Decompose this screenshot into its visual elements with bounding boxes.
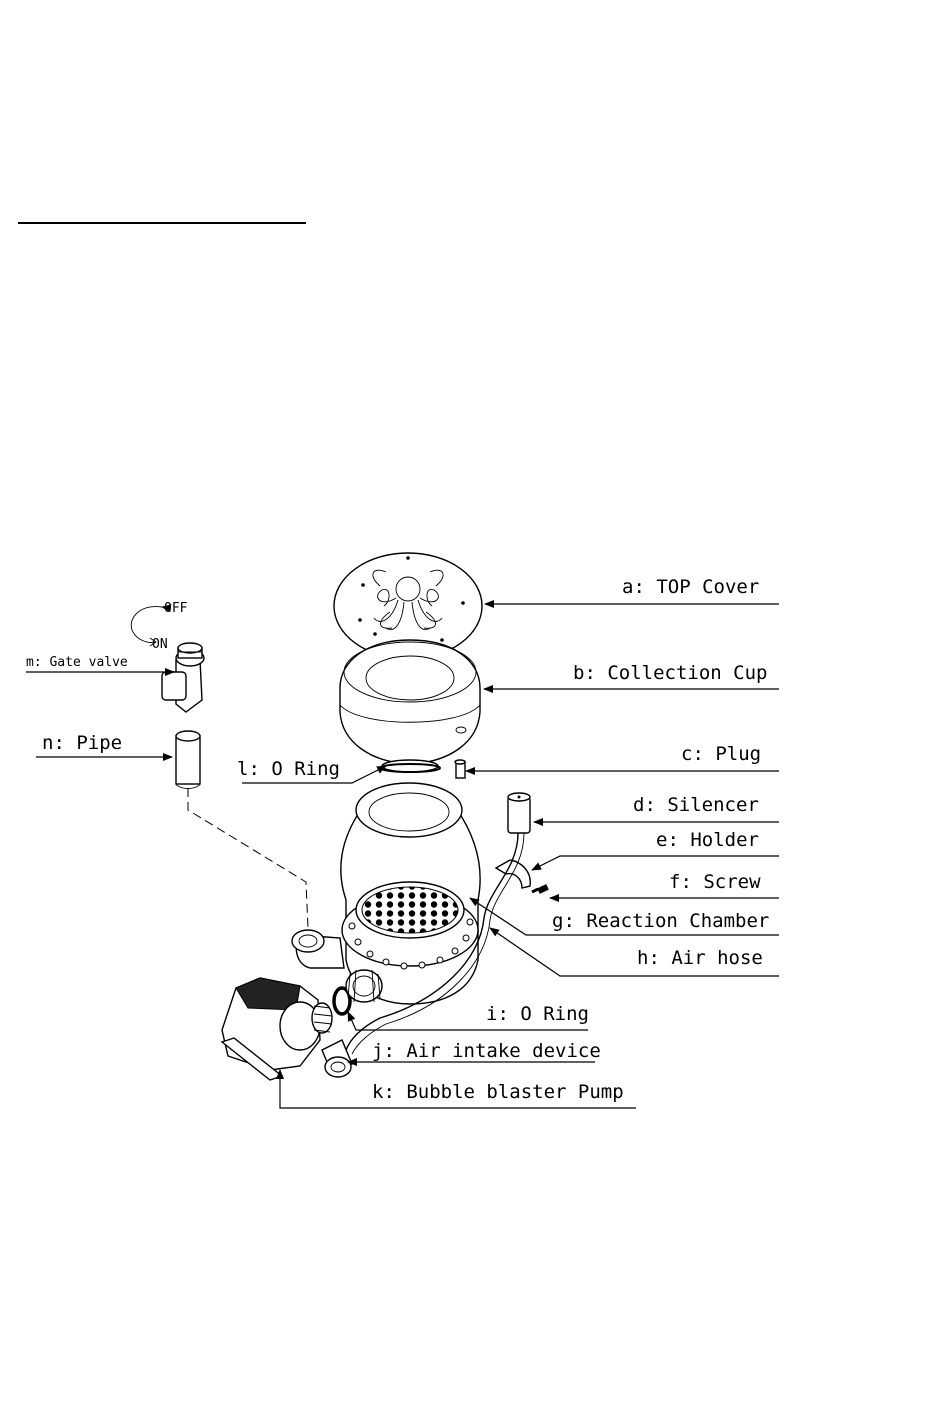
- label-plug: c: Plug: [681, 743, 761, 765]
- label-valve-off: OFF: [164, 601, 188, 616]
- label-screw: f: Screw: [669, 871, 761, 893]
- bubble-blaster-pump-part: [222, 978, 332, 1080]
- label-air-hose: h: Air hose: [637, 947, 763, 969]
- label-collection-cup: b: Collection Cup: [573, 662, 767, 684]
- label-valve-on: ON: [152, 637, 168, 652]
- reaction-chamber-part: [292, 783, 480, 1004]
- pump-connector-part: [346, 970, 382, 1002]
- plug-part: [455, 760, 465, 778]
- collection-cup-part: [340, 640, 480, 772]
- label-reaction-chamber: g: Reaction Chamber: [552, 910, 769, 932]
- label-silencer: d: Silencer: [633, 794, 759, 816]
- label-o-ring-i: i: O Ring: [486, 1003, 589, 1025]
- pipe-part: [176, 731, 200, 789]
- label-pipe: n: Pipe: [42, 732, 122, 754]
- pipe-routing-dashline: [188, 788, 308, 928]
- holder-part: [496, 860, 530, 888]
- label-air-intake-device: j: Air intake device: [372, 1040, 601, 1062]
- silencer-part: [508, 793, 530, 833]
- label-top-cover: a: TOP Cover: [622, 576, 759, 598]
- label-holder: e: Holder: [656, 829, 759, 851]
- label-o-ring-l: l: O Ring: [237, 758, 340, 780]
- gate-valve-part: [162, 643, 204, 712]
- screw-part: [532, 884, 549, 894]
- label-bubble-blaster-pump: k: Bubble blaster Pump: [372, 1081, 624, 1103]
- label-gate-valve: m: Gate valve: [26, 655, 128, 670]
